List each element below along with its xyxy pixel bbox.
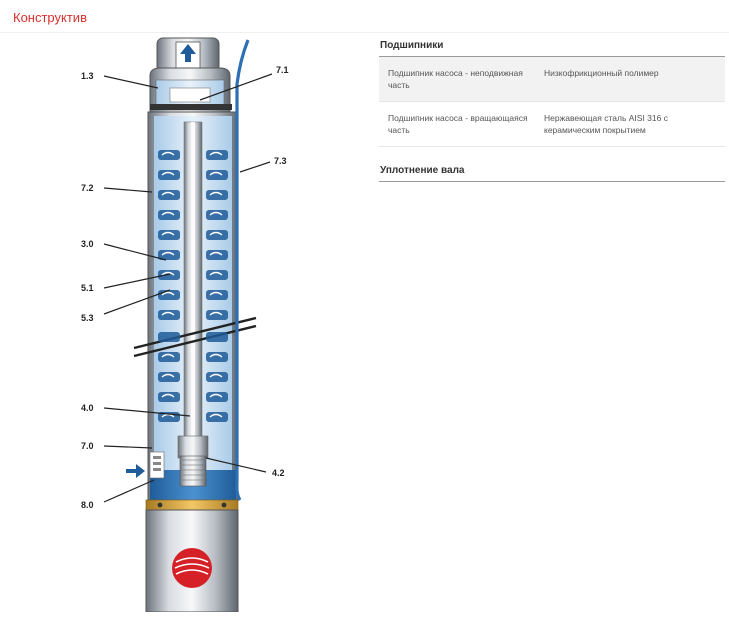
specs-panel: Подшипники Подшипник насоса - неподвижна…	[379, 36, 725, 182]
suction-section	[126, 435, 236, 500]
callout-8-0: 8.0	[81, 500, 94, 510]
spec-value: Нержавеющая сталь AISI 316 с керамически…	[544, 113, 668, 135]
leader-lines	[103, 73, 273, 503]
callout-3-0: 3.0	[81, 239, 94, 249]
callout-5-3: 5.3	[81, 313, 94, 323]
section-header: Конструктив	[0, 0, 729, 33]
callout-4-2: 4.2	[272, 468, 285, 478]
callout-4-0: 4.0	[81, 403, 94, 413]
pump-diagram: 1.3 7.2 3.0 5.1 5.3 4.0 7.0 8.0 7.1 7.3 …	[0, 32, 330, 613]
spec-row: Подшипник насоса - вращающаяся часть Нер…	[379, 102, 725, 147]
callout-5-1: 5.1	[81, 283, 94, 293]
callout-1-3: 1.3	[81, 71, 94, 81]
callout-7-0: 7.0	[81, 441, 94, 451]
discharge-head	[149, 37, 232, 115]
spec-name: Подшипник насоса - неподвижная часть	[388, 68, 523, 90]
callout-7-2: 7.2	[81, 183, 94, 193]
section-title: Конструктив	[13, 10, 87, 25]
group-title-bearings: Подшипники	[379, 36, 725, 57]
power-cable	[235, 39, 250, 501]
group-title-shaft-seal: Уплотнение вала	[379, 161, 725, 182]
callout-7-1: 7.1	[276, 65, 289, 75]
impeller-stages-lower	[158, 332, 228, 422]
spec-name: Подшипник насоса - вращающаяся часть	[388, 113, 528, 135]
motor	[145, 499, 239, 613]
pedrollo-logo-icon	[172, 548, 212, 588]
spec-value: Низкофрикционный полимер	[544, 68, 659, 78]
callout-7-3: 7.3	[274, 156, 287, 166]
impeller-stages-upper	[158, 150, 228, 320]
flow-up-arrow-icon	[180, 44, 196, 62]
spec-row: Подшипник насоса - неподвижная часть Низ…	[379, 57, 725, 102]
pump-cutaway-svg: 1.3 7.2 3.0 5.1 5.3 4.0 7.0 8.0 7.1 7.3 …	[81, 37, 289, 613]
water-inlet-arrow-icon	[126, 464, 145, 478]
